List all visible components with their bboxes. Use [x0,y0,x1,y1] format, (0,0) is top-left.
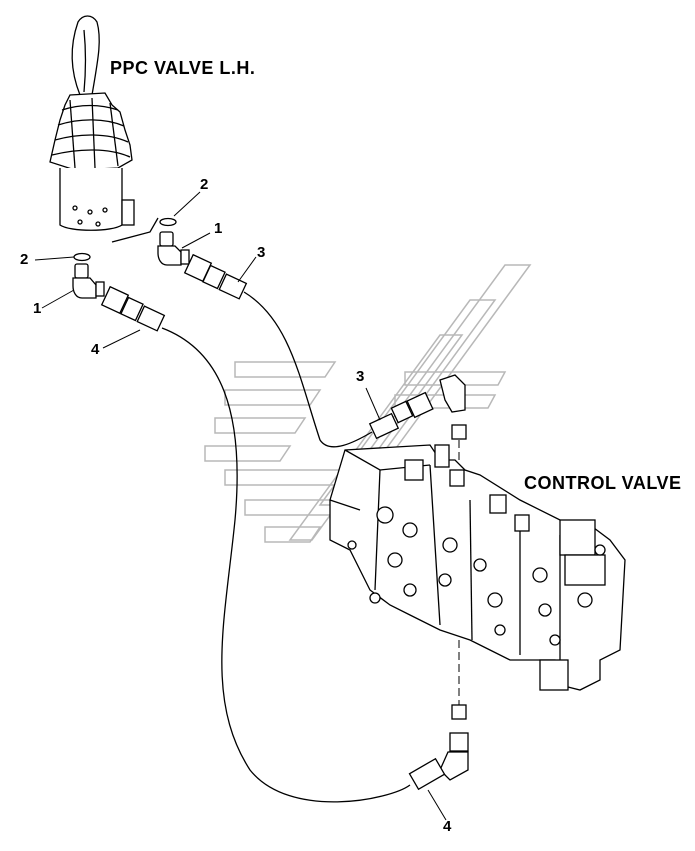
o-ring-left [73,252,91,262]
callout-2-left: 2 [20,251,29,268]
callout-2-top: 2 [200,176,209,193]
ppc-valve-title: PPC VALVE L.H. [110,58,256,78]
hose-4-end-fitting-top [100,285,166,332]
callout-3-mid: 3 [356,368,365,385]
hose-3-end-fitting-top [183,253,248,300]
callout-4-left: 4 [91,341,100,358]
ppc-valve-joystick [49,15,159,243]
o-ring-top [159,217,177,227]
control-valve-title: CONTROL VALVE [524,473,682,493]
control-valve-block [329,444,626,691]
hose-3 [243,291,373,448]
hose-4 [161,327,411,803]
hose-3-end-fitting-valve [368,374,467,440]
callout-1-left: 1 [33,300,42,317]
callout-3-top: 3 [257,244,266,261]
elbow-fitting-top [157,231,190,266]
callout-1-top: 1 [214,220,223,237]
elbow-fitting-left [72,263,105,299]
hose-4-end-fitting-valve [408,704,469,791]
callout-4-bottom: 4 [443,818,452,835]
callout-leaders [34,191,447,821]
